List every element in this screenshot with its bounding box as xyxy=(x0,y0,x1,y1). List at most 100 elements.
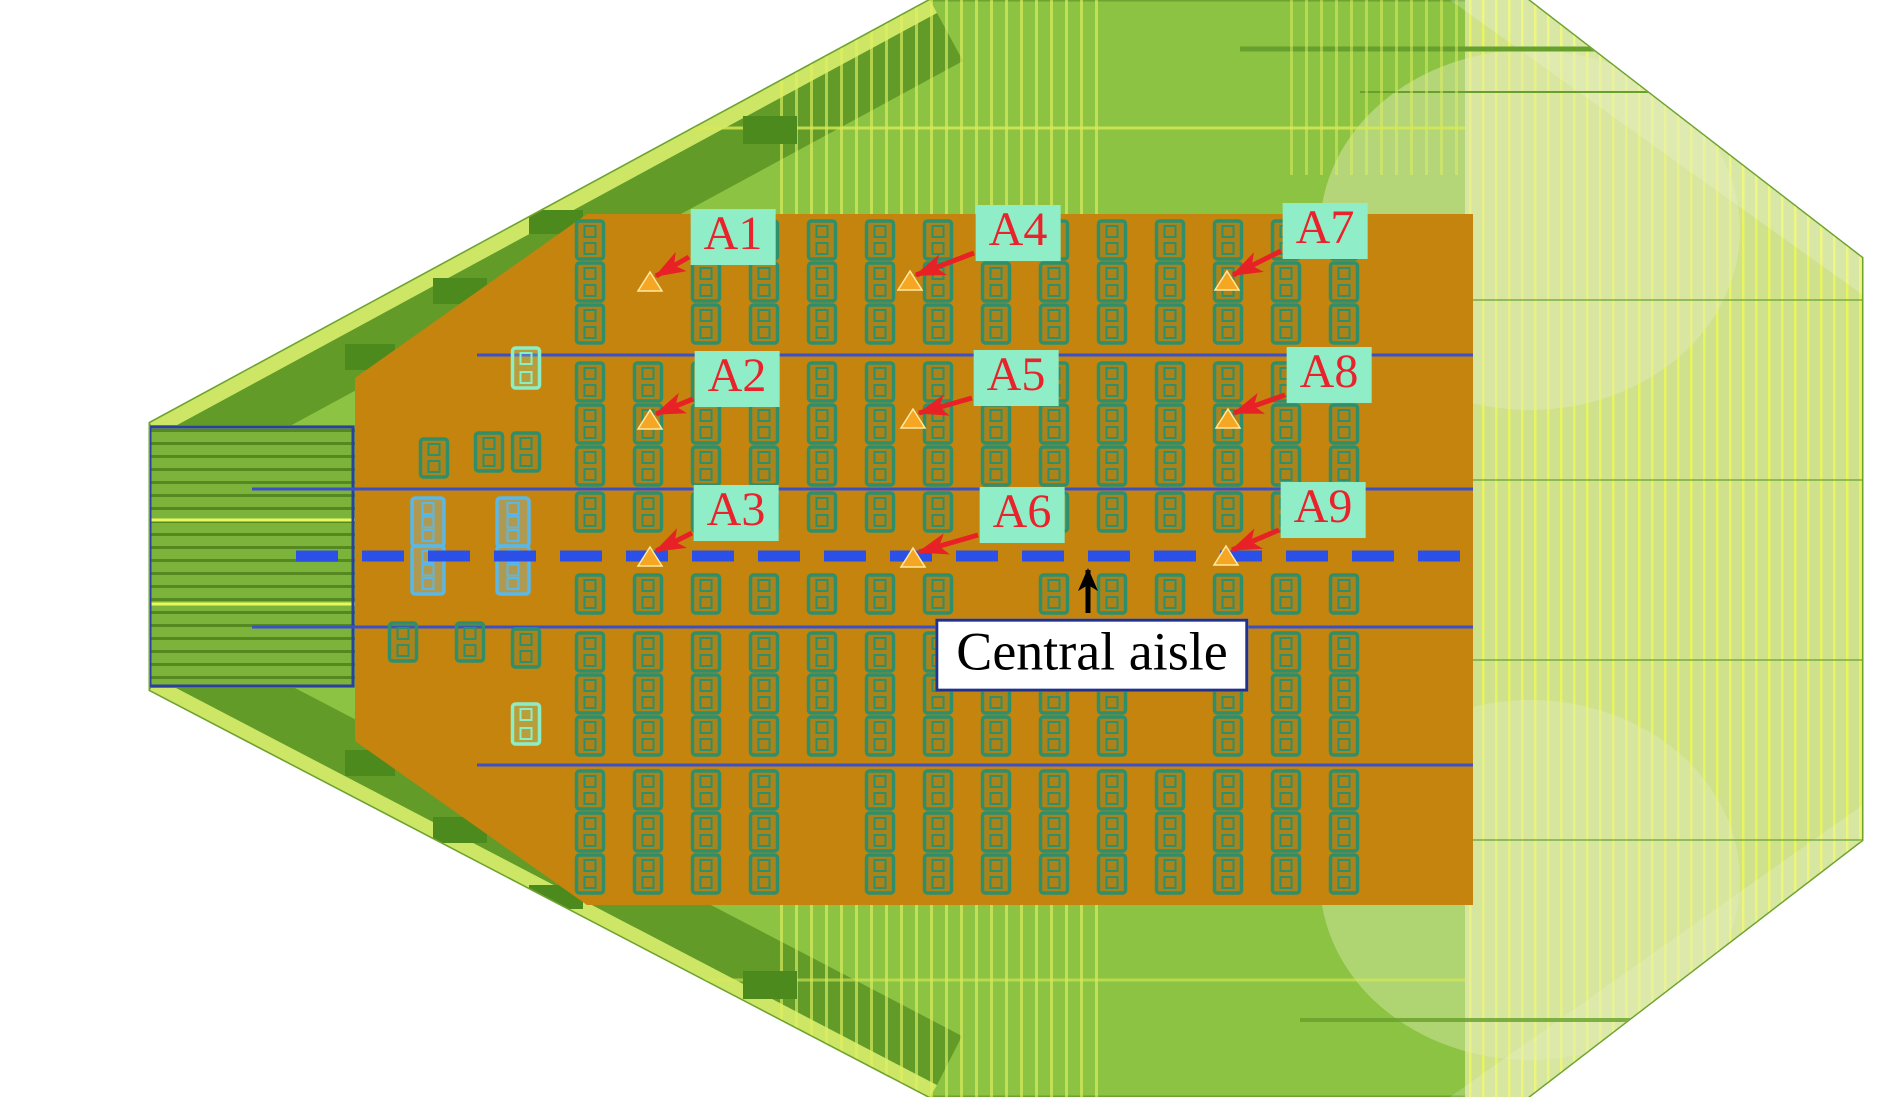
seat-unit-teal xyxy=(864,715,896,757)
seat-unit-teal xyxy=(806,403,838,445)
seat-unit-teal xyxy=(1212,673,1244,715)
seat-unit-teal xyxy=(922,673,954,715)
seat-unit-teal xyxy=(1038,631,1070,673)
seat-unit-teal xyxy=(1154,403,1186,445)
seat-unit-teal xyxy=(980,673,1012,715)
seat-unit-teal xyxy=(1328,219,1360,261)
seat-unit-teal xyxy=(1328,853,1360,895)
seat-unit-teal xyxy=(806,673,838,715)
seat-unit-cyan xyxy=(495,496,531,548)
seat-unit-teal xyxy=(864,631,896,673)
seat-unit-teal xyxy=(1270,303,1302,345)
seat-unit-teal xyxy=(1270,261,1302,303)
seat-unit-teal xyxy=(922,631,954,673)
seat-unit-teal xyxy=(690,403,722,445)
seat-unit-teal xyxy=(1212,853,1244,895)
pointer-arrow-A5 xyxy=(917,394,973,416)
seat-unit-teal xyxy=(1038,445,1070,487)
seat-unit-teal xyxy=(1096,361,1128,403)
seat-unit-teal xyxy=(864,219,896,261)
seat-unit-teal xyxy=(1212,573,1244,615)
monitor-point-A8 xyxy=(1214,407,1242,429)
seat-unit-teal xyxy=(1096,715,1128,757)
top-right-facet xyxy=(1450,0,1862,300)
seat-unit-teal xyxy=(1096,261,1128,303)
seat-unit-teal xyxy=(980,811,1012,853)
seat-unit-teal xyxy=(632,573,664,615)
seat-unit-teal xyxy=(574,303,606,345)
pointer-arrow-A2 xyxy=(654,392,694,417)
seat-unit-teal xyxy=(1212,491,1244,533)
seat-unit-teal xyxy=(574,853,606,895)
seat-unit-teal xyxy=(1328,631,1360,673)
seat-unit-teal xyxy=(748,715,780,757)
seat-unit-teal xyxy=(980,715,1012,757)
seat-unit-teal xyxy=(1154,303,1186,345)
seat-unit-teal xyxy=(748,361,780,403)
seat-unit-teal xyxy=(1328,361,1360,403)
seat-unit-teal xyxy=(1270,769,1302,811)
seat-unit-teal xyxy=(1038,769,1070,811)
seat-unit-teal xyxy=(574,715,606,757)
seat-unit-teal xyxy=(1038,261,1070,303)
seat-unit-teal xyxy=(632,361,664,403)
seat-unit-teal xyxy=(632,811,664,853)
seat-unit-teal xyxy=(806,219,838,261)
seat-unit-teal xyxy=(864,853,896,895)
ribs-above-right xyxy=(1283,0,1458,175)
seat-unit-teal xyxy=(1328,261,1360,303)
seat-unit-teal xyxy=(1096,631,1128,673)
seat-unit-teal xyxy=(806,261,838,303)
seat-unit-teal xyxy=(1154,573,1186,615)
seat-unit-teal xyxy=(574,573,606,615)
seat-unit-teal xyxy=(1270,811,1302,853)
seat-unit-teal xyxy=(864,573,896,615)
seat-unit-teal xyxy=(864,261,896,303)
seat-unit-teal xyxy=(574,491,606,533)
seat-unit-teal xyxy=(922,769,954,811)
seat-unit-teal xyxy=(1096,573,1128,615)
pointer-arrow-A7 xyxy=(1231,248,1283,278)
pointer-arrow-A8 xyxy=(1232,392,1286,416)
seat-unit-teal xyxy=(922,219,954,261)
seat-unit-teal xyxy=(1038,811,1070,853)
seat-unit-teal xyxy=(748,769,780,811)
seat-unit-teal xyxy=(922,715,954,757)
seat-unit-teal xyxy=(748,573,780,615)
pointer-arrow-A6 xyxy=(917,532,979,555)
seat-unit-teal xyxy=(748,811,780,853)
seat-unit-teal xyxy=(1212,769,1244,811)
seat-unit-teal xyxy=(748,631,780,673)
seat-unit-teal xyxy=(1154,219,1186,261)
seat-unit-teal xyxy=(980,361,1012,403)
seat-unit-teal xyxy=(1038,853,1070,895)
seat-unit-teal xyxy=(864,303,896,345)
seat-unit-teal xyxy=(1270,403,1302,445)
seat-unit-teal xyxy=(1270,853,1302,895)
monitor-point-A1 xyxy=(636,270,664,292)
monitor-point-A5 xyxy=(899,407,927,429)
monitor-point-A4 xyxy=(896,269,924,291)
seat-unit-teal xyxy=(980,303,1012,345)
seat-unit-teal xyxy=(1328,403,1360,445)
seat-unit-teal xyxy=(1154,853,1186,895)
pointer-arrow-A1 xyxy=(654,251,691,279)
seat-unit-teal xyxy=(690,445,722,487)
seat-unit-teal xyxy=(1096,769,1128,811)
seat-unit-teal xyxy=(1270,573,1302,615)
seat-unit-teal xyxy=(1328,303,1360,345)
seat-unit-teal xyxy=(632,445,664,487)
seat-unit-teal xyxy=(1154,769,1186,811)
seat-unit-teal xyxy=(690,491,722,533)
seat-unit-teal xyxy=(864,769,896,811)
seat-unit-teal xyxy=(1096,445,1128,487)
seat-unit-teal xyxy=(1038,673,1070,715)
seat-unit-teal xyxy=(748,673,780,715)
seat-unit-teal xyxy=(748,853,780,895)
seat-unit-mint xyxy=(510,702,542,746)
seat-unit-teal xyxy=(922,853,954,895)
seat-unit-teal xyxy=(1270,361,1302,403)
seat-unit-teal xyxy=(690,631,722,673)
seat-unit-teal xyxy=(980,631,1012,673)
seat-unit-teal xyxy=(1328,491,1360,533)
